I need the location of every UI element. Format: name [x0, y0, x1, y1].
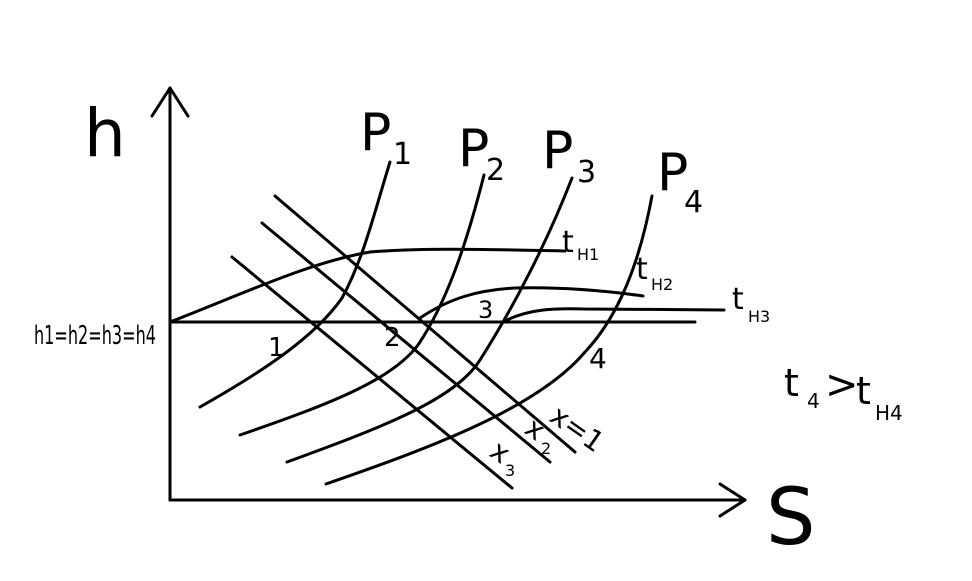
x-axis-arrowhead: [718, 482, 747, 518]
label-p2-sub: 2: [486, 153, 505, 188]
label-x2-sub: 2: [541, 439, 551, 458]
curve-tH1: [168, 247, 567, 324]
dryness-line-x3: [230, 255, 514, 490]
relation-lhs-sub: 4: [807, 389, 820, 413]
relation-rhs: t: [856, 369, 871, 413]
label-p2: P: [458, 119, 489, 179]
point-2-label: 2: [384, 323, 401, 353]
dryness-line-x1: [273, 194, 577, 454]
label-p1: P: [360, 103, 391, 163]
label-tH2-sub: H2: [651, 275, 673, 294]
labels: h S P 1 P 2 P 3 P 4 t H1 t H2 t H3 x=1 x…: [34, 95, 903, 563]
label-tH2: t: [636, 252, 648, 287]
equal-enthalpy-label: h1=h2=h3=h4: [34, 321, 156, 351]
isobar-p2: [238, 173, 486, 437]
y-axis-label: h: [84, 95, 126, 172]
isobar-p3: [285, 176, 574, 464]
point-1-label: 1: [268, 333, 285, 363]
point-3-label: 3: [478, 296, 493, 324]
label-p3: P: [542, 121, 573, 181]
saturation-temperature-curves: [168, 247, 726, 324]
relation-op: >: [825, 362, 859, 408]
point-4-label: 4: [589, 342, 607, 375]
isobar-p1: [198, 160, 392, 409]
label-tH1-sub: H1: [577, 245, 599, 264]
curve-tH2: [418, 286, 645, 320]
label-x1: x=1: [544, 399, 610, 459]
label-tH3: t: [732, 282, 744, 317]
relation-lhs: t: [784, 361, 799, 405]
label-p4: P: [657, 143, 688, 203]
isobars: [198, 160, 654, 486]
label-tH3-sub: H3: [748, 307, 770, 326]
dryness-lines: [230, 194, 577, 490]
y-axis-arrowhead: [150, 86, 190, 118]
label-p4-sub: 4: [684, 185, 703, 220]
label-x3-sub: 3: [505, 461, 515, 480]
curve-tH3: [503, 307, 726, 323]
label-p3-sub: 3: [577, 155, 596, 190]
dryness-line-x2: [260, 221, 552, 464]
axes: [150, 86, 747, 518]
label-tH1: t: [562, 225, 574, 260]
relation-rhs-sub: H4: [875, 401, 903, 425]
isobar-p4: [324, 194, 654, 486]
label-p1-sub: 1: [393, 137, 412, 172]
x-axis-label: S: [766, 473, 816, 563]
